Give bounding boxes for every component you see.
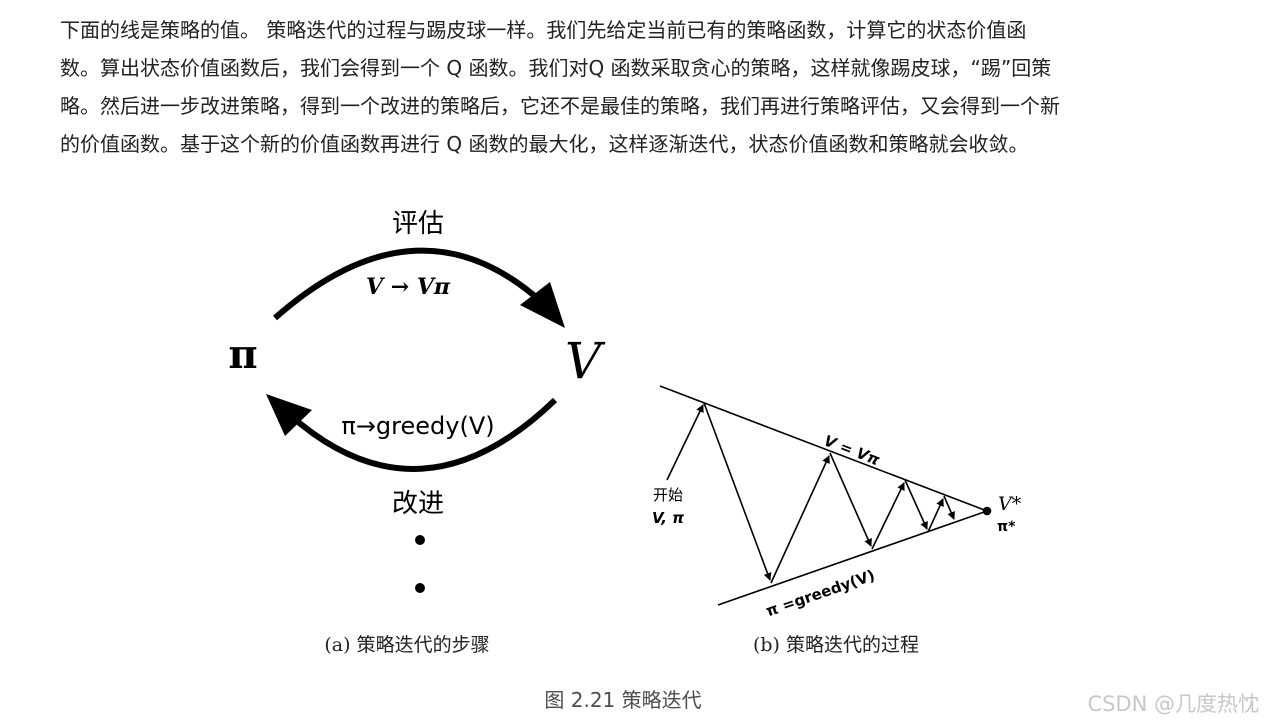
improve-arrowhead: [266, 394, 312, 436]
watermark: CSDN @几度热忱: [1087, 692, 1259, 716]
zigzag-arrow: [904, 479, 928, 530]
caption-b: (b) 策略迭代的过程: [753, 634, 919, 656]
paragraph-line: 略。然后进一步改进策略，得到一个改进的策略后，它还不是最佳的策略，我们再进行策略…: [60, 94, 1060, 118]
figure-a-steps: π V 评估 V → Vπ π→greedy(V) 改进 (a) 策略迭代的步骤: [228, 209, 606, 656]
ellipsis-dot: [415, 535, 425, 545]
optimum-point: [982, 506, 992, 516]
paragraph-line: 下面的线是策略的值。 策略迭代的过程与踢皮球一样。我们先给定当前已有的策略函数，…: [60, 18, 1027, 42]
evaluate-label: 评估: [392, 209, 444, 239]
figure-caption: 图 2.21 策略迭代: [544, 688, 702, 712]
policy-line: [717, 510, 988, 606]
improve-label: 改进: [392, 489, 444, 519]
start-label: 开始: [653, 486, 683, 504]
ellipsis-dot: [415, 583, 425, 593]
paragraph-line: 数。算出状态价值函数后，我们会得到一个 Q 函数。我们对Q 函数采取贪心的策略，…: [60, 56, 1052, 80]
pi-label: π: [228, 331, 257, 378]
start-vars: V, π: [652, 509, 684, 527]
improve-arc: [288, 397, 558, 472]
v-label: V: [565, 332, 606, 390]
pi-star-label: π*: [997, 519, 1016, 535]
evaluate-arc: [273, 247, 548, 321]
body-paragraph: 下面的线是策略的值。 策略迭代的过程与踢皮球一样。我们先给定当前已有的策略函数，…: [60, 11, 1200, 163]
start-arrow: [666, 404, 704, 481]
paragraph-line: 的价值函数。基于这个新的价值函数再进行 Q 函数的最大化，这样逐渐迭代，状态价值…: [60, 132, 1029, 156]
improve-formula: π→greedy(V): [341, 412, 494, 440]
policy-line-label: π =greedy(V): [764, 566, 878, 620]
v-star-label: V*: [998, 493, 1022, 515]
caption-a: (a) 策略迭代的步骤: [324, 634, 489, 656]
zigzag-arrow: [943, 495, 955, 520]
value-line: [659, 385, 988, 512]
value-line-label: V = Vπ: [821, 432, 882, 470]
zigzag-arrow: [927, 498, 944, 533]
figure-b-process: [659, 385, 992, 606]
zigzag-arrow: [703, 402, 772, 581]
zigzag-arrow: [770, 455, 830, 584]
evaluate-arrowhead: [520, 282, 565, 328]
zigzag-arrow: [871, 482, 905, 550]
zigzag-arrow: [829, 452, 872, 547]
evaluate-formula: V → Vπ: [366, 274, 451, 300]
